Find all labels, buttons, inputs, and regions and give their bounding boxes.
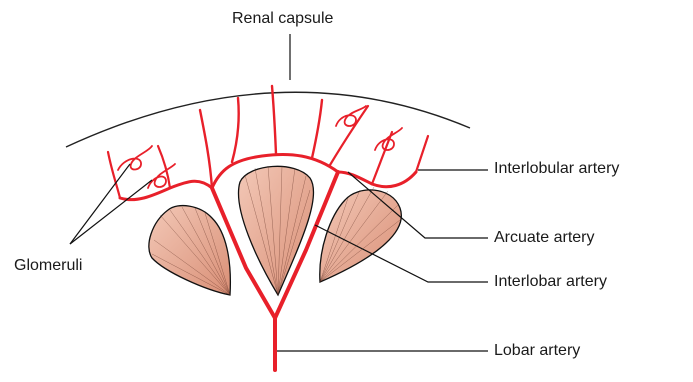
interlobular-artery (158, 146, 170, 188)
pyramid-left (149, 206, 231, 295)
glomerulus (375, 128, 402, 150)
glomeruli-label: Glomeruli (14, 256, 82, 276)
interlobular-artery (232, 98, 239, 162)
glomerulus (148, 164, 175, 188)
renal-capsule-arc (66, 92, 470, 147)
interlobular-artery (272, 86, 276, 154)
interlobular-artery (200, 110, 212, 188)
pyramid-right (320, 187, 402, 282)
glomerulus (118, 146, 152, 170)
interlobular-artery (312, 100, 322, 158)
lobar-artery-label: Lobar artery (494, 341, 580, 361)
interlobar-artery-label: Interlobar artery (494, 272, 607, 292)
interlobular-artery (416, 136, 428, 172)
arcuate-artery-label: Arcuate artery (494, 228, 594, 248)
interlobular-artery-label: Interlobular artery (494, 159, 619, 179)
renal-capsule-label: Renal capsule (232, 9, 333, 29)
